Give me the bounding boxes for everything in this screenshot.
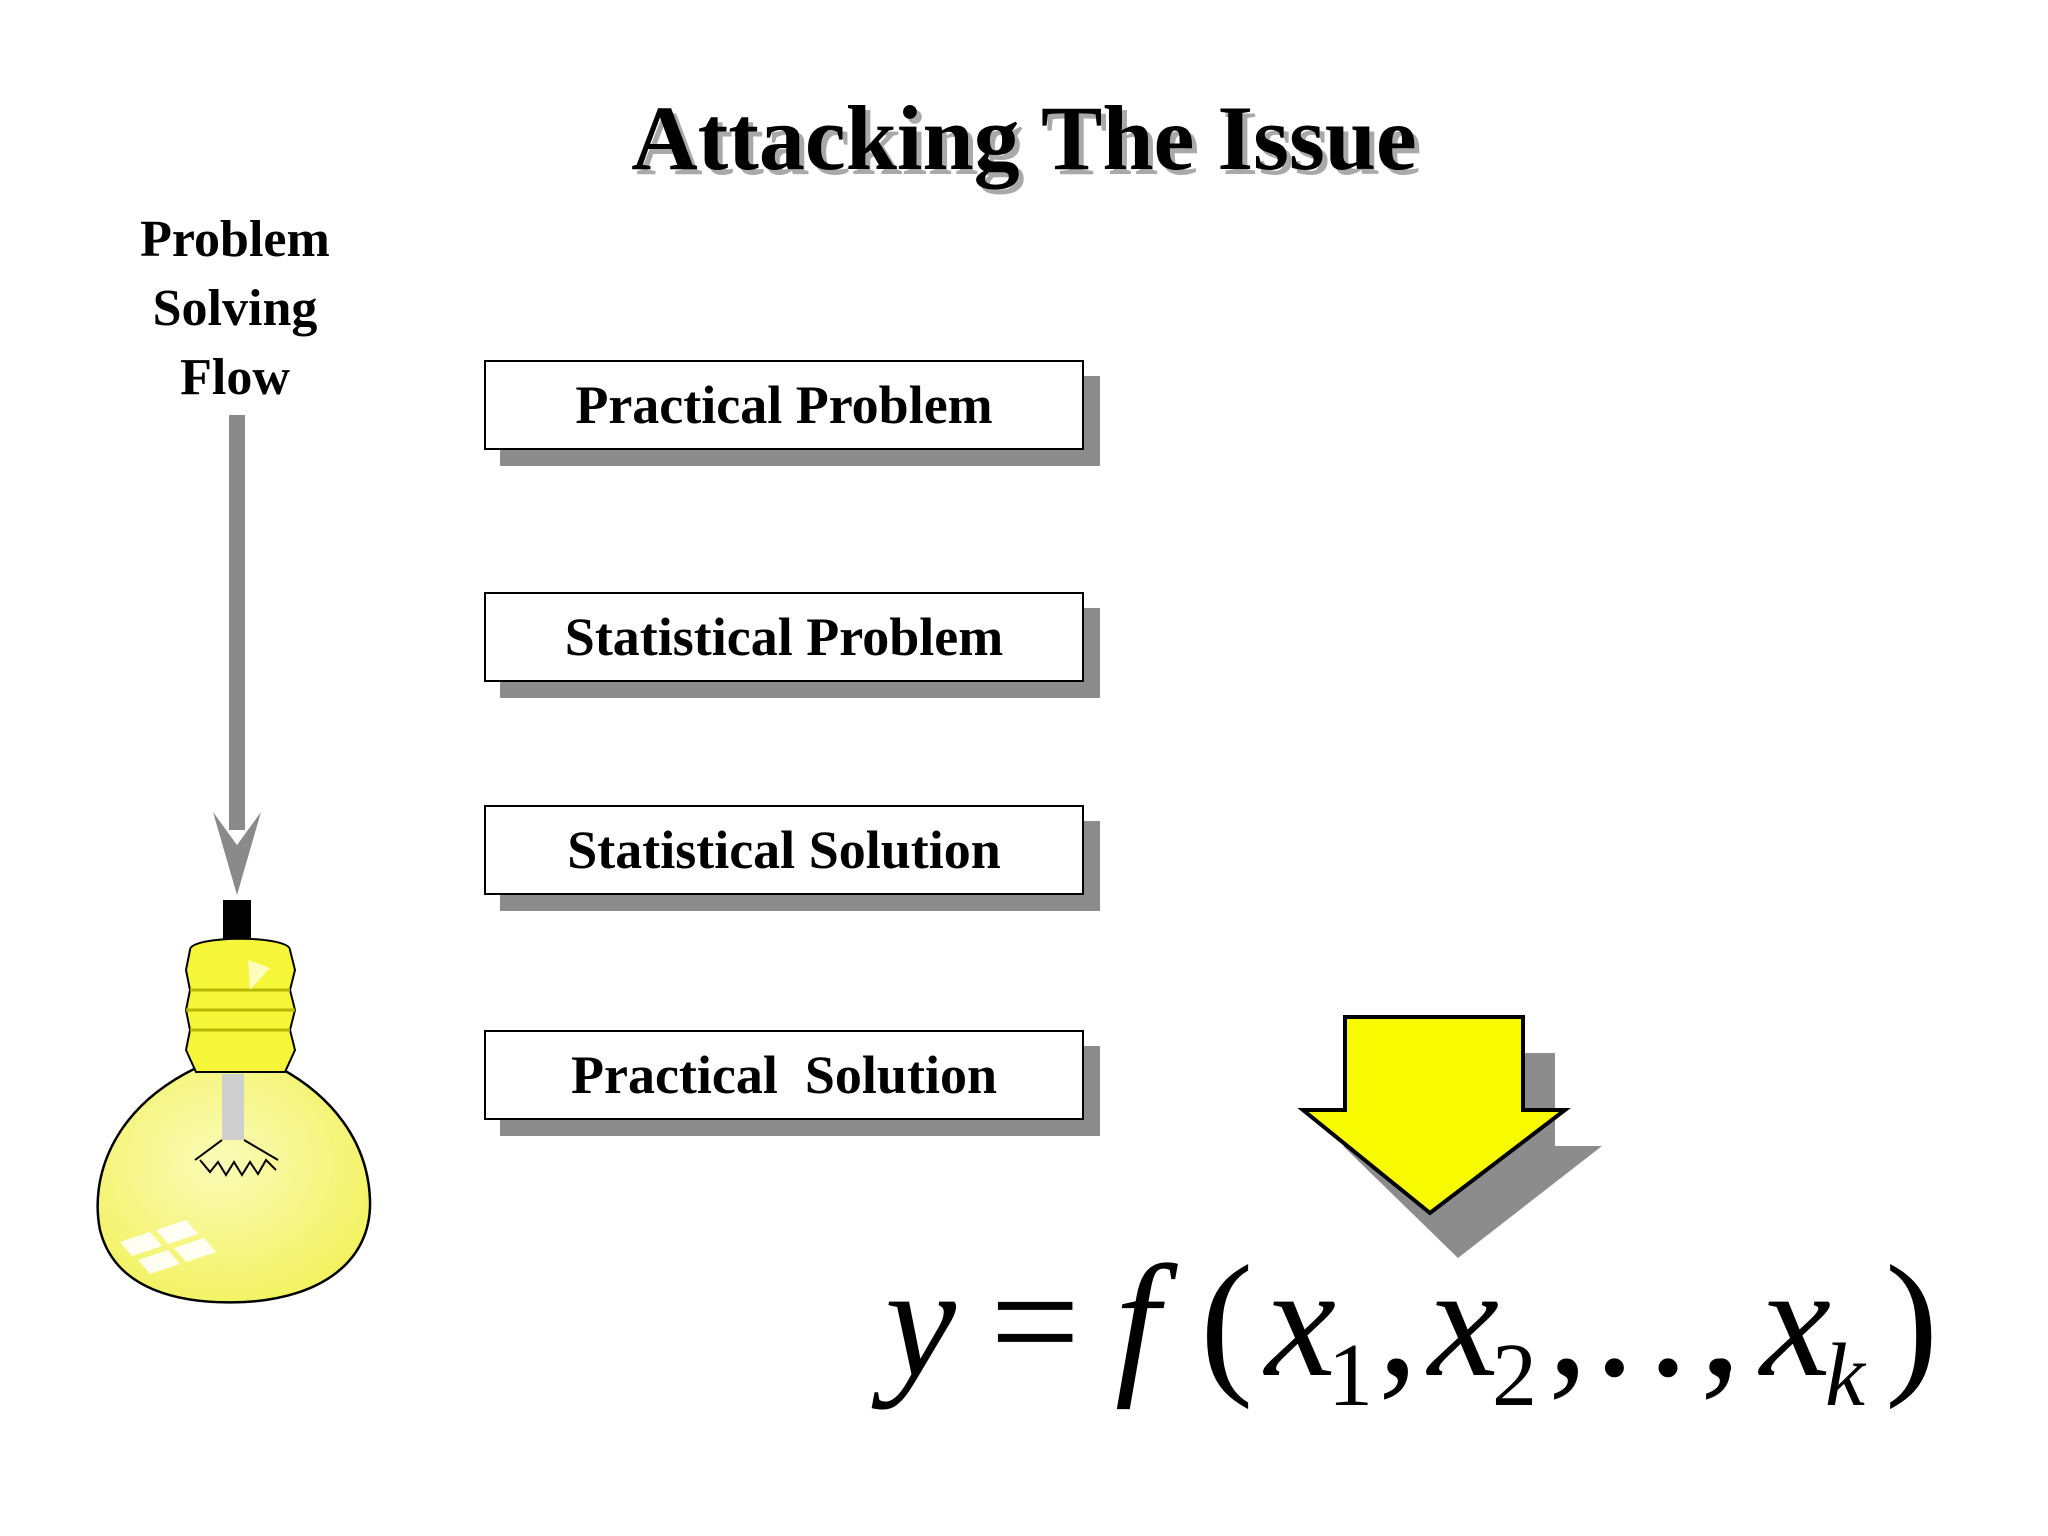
formula-ellipsis: … [1588, 1232, 1748, 1410]
formula-close-paren: ) [1885, 1232, 1938, 1410]
flow-label: Problem Solving Flow [100, 205, 370, 412]
step-label: Practical Solution [484, 1030, 1084, 1120]
step-label: Statistical Solution [484, 805, 1084, 895]
flow-arrow-shaft [229, 415, 245, 830]
formula-comma: , [1700, 1232, 1740, 1410]
formula-sub-1: 1 [1328, 1326, 1373, 1425]
formula-sub-2: 2 [1492, 1326, 1537, 1425]
flow-label-line: Flow [180, 349, 290, 406]
formula-comma: , [1378, 1232, 1418, 1410]
step-practical-solution: Practical Solution [484, 1030, 1100, 1136]
formula-x1: x [1263, 1232, 1336, 1410]
formula-xk: x [1758, 1232, 1831, 1410]
step-statistical-problem: Statistical Problem [484, 592, 1100, 698]
step-statistical-solution: Statistical Solution [484, 805, 1100, 911]
formula-x2: x [1426, 1232, 1499, 1410]
page-title: Attacking The Issue [631, 87, 1417, 189]
formula-sub-k: k [1825, 1326, 1867, 1425]
formula-y: y [871, 1232, 957, 1410]
step-practical-problem: Practical Problem [484, 360, 1100, 466]
flow-arrow-head [213, 812, 261, 895]
formula-open-paren: ( [1200, 1232, 1253, 1410]
formula-equals: = [990, 1232, 1080, 1410]
flow-label-line: Solving [152, 280, 318, 337]
flow-label-line: Problem [140, 211, 330, 268]
step-label: Statistical Problem [484, 592, 1084, 682]
formula-f: f [1115, 1232, 1178, 1410]
step-label: Practical Problem [484, 360, 1084, 450]
formula-comma: , [1548, 1232, 1588, 1410]
